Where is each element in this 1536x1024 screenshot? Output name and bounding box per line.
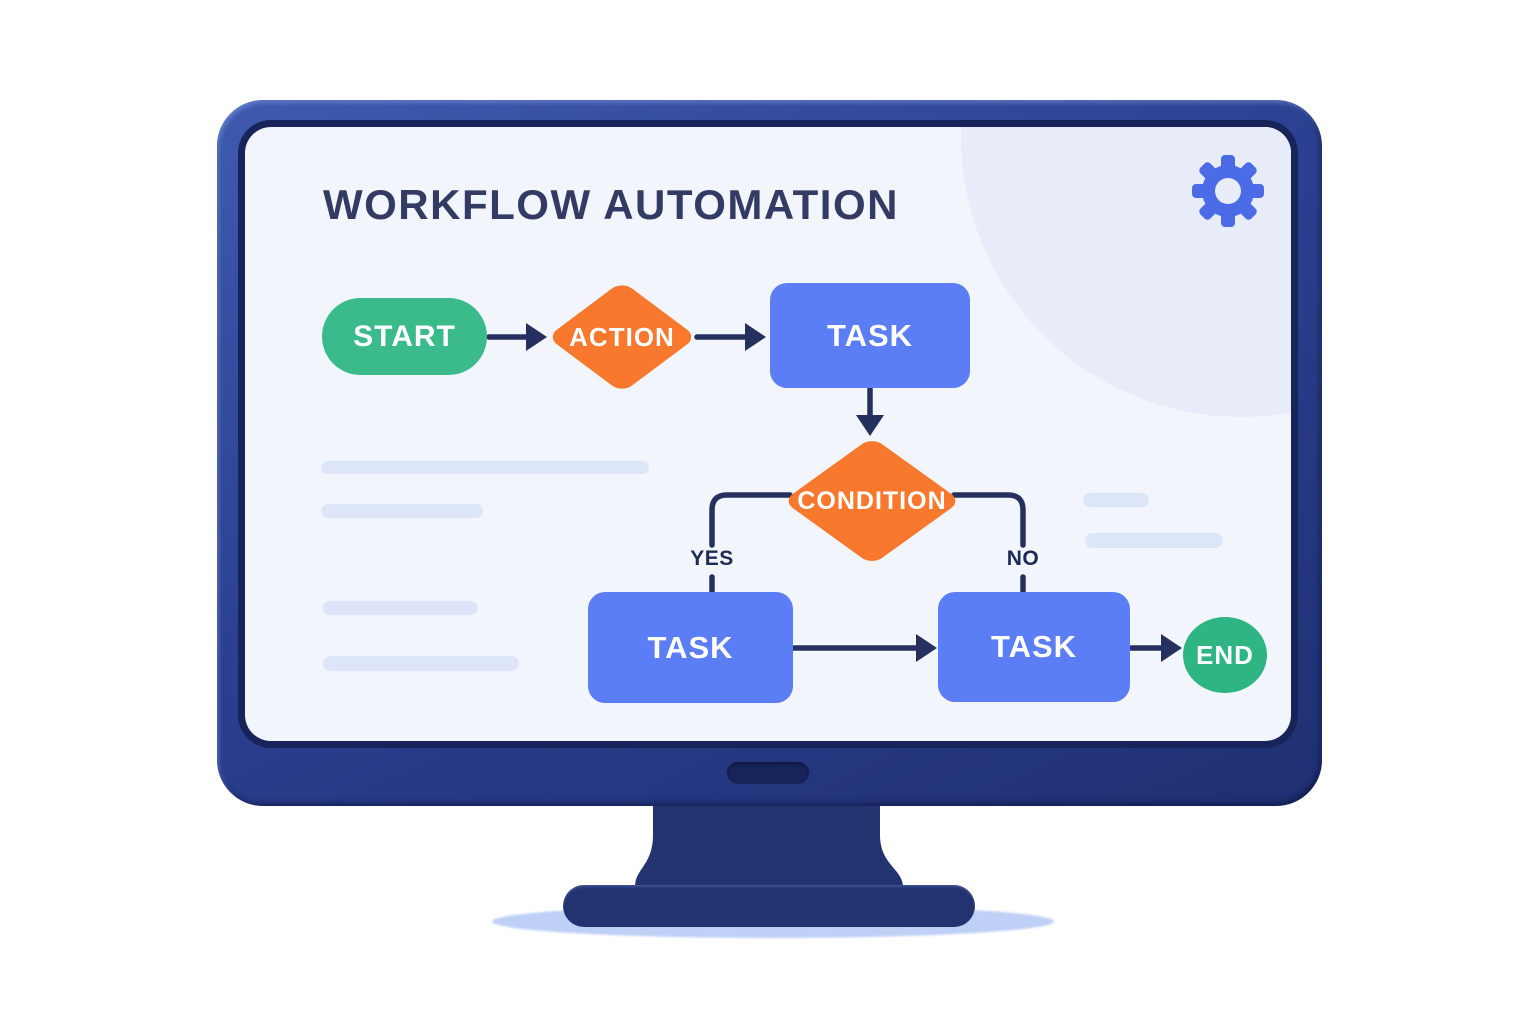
node-condition-label: CONDITION	[797, 486, 947, 515]
node-action-label: ACTION	[569, 321, 675, 352]
monitor-chin-notch	[727, 762, 809, 784]
monitor-bezel: WORKFLOW AUTOMATION	[217, 100, 1322, 806]
page-title: WORKFLOW AUTOMATION	[323, 181, 899, 228]
monitor-screen: WORKFLOW AUTOMATION	[245, 127, 1291, 741]
placeholder-line	[323, 601, 478, 615]
node-condition[interactable]: CONDITION	[783, 437, 961, 565]
node-end[interactable]: END	[1183, 617, 1267, 693]
connector-condition-yes	[709, 492, 793, 548]
node-task-1[interactable]: TASK	[770, 283, 970, 388]
node-task-yes[interactable]: TASK	[588, 592, 793, 703]
node-start-label: START	[353, 319, 456, 353]
node-action[interactable]: ACTION	[547, 281, 697, 393]
node-end-label: END	[1196, 639, 1254, 670]
monitor-stand-neck	[635, 805, 903, 887]
node-task-no[interactable]: TASK	[938, 592, 1130, 702]
placeholder-line	[321, 461, 649, 474]
connector-condition-no	[951, 492, 1026, 548]
settings-gear-icon[interactable]	[1190, 153, 1266, 229]
placeholder-line	[321, 504, 483, 518]
node-task-no-label: TASK	[990, 629, 1078, 664]
monitor-stand-base	[563, 885, 975, 927]
node-task-yes-label: TASK	[647, 629, 734, 665]
node-start[interactable]: START	[322, 298, 487, 375]
placeholder-line	[1085, 533, 1223, 548]
branch-label-no: NO	[1006, 547, 1040, 570]
placeholder-line	[1083, 493, 1149, 507]
placeholder-line	[323, 656, 519, 671]
node-task1-label: TASK	[826, 317, 914, 353]
branch-label-yes: YES	[690, 547, 734, 570]
